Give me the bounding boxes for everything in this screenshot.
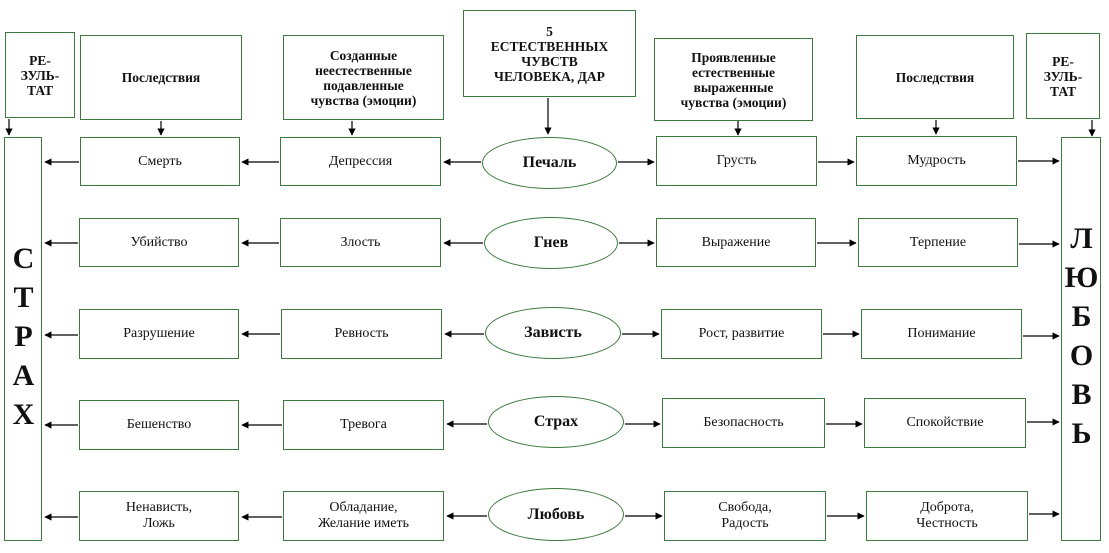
header-right-consequences: Последствия [856,35,1014,119]
header-left-result: РЕ- ЗУЛЬ- ТАТ [5,32,75,118]
header-right-expressed: Проявленные естественные выраженные чувс… [654,38,813,121]
row1-right-emotion: Грусть [656,136,817,186]
row3-right-result: Понимание [861,309,1022,359]
row1-left-result: Смерть [80,137,240,186]
row4-center-emotion: Страх [488,396,624,448]
side-love-label: ЛЮБОВЬ [1065,222,1098,456]
row3-left-result: Разрушение [79,309,239,359]
row5-left-emotion: Обладание, Желание иметь [283,491,444,541]
side-love: ЛЮБОВЬ [1061,137,1101,541]
row3-right-emotion: Рост, развитие [661,309,822,359]
row1-left-emotion: Депрессия [280,137,441,186]
header-left-consequences: Последствия [80,35,242,120]
row2-left-emotion: Злость [280,218,441,267]
row3-left-emotion: Ревность [281,309,442,359]
row2-center-emotion: Гнев [484,217,618,269]
header-right-result: РЕ- ЗУЛЬ- ТАТ [1026,33,1100,119]
side-fear: СТРАХ [4,137,42,541]
row1-center-emotion: Печаль [482,137,617,189]
header-center-natural: 5 ЕСТЕСТВЕННЫХ ЧУВСТВ ЧЕЛОВЕКА, ДАР [463,10,636,97]
row2-right-emotion: Выражение [656,218,816,267]
header-left-suppressed: Созданные неестественные подавленные чув… [283,35,444,120]
row4-right-emotion: Безопасность [662,398,825,448]
row4-left-emotion: Тревога [283,400,444,450]
row4-right-result: Спокойствие [864,398,1026,448]
row2-left-result: Убийство [79,218,239,267]
row5-right-emotion: Свобода, Радость [664,491,826,541]
row5-left-result: Ненависть, Ложь [79,491,239,541]
row5-center-emotion: Любовь [488,488,624,541]
side-fear-label: СТРАХ [7,241,40,437]
row4-left-result: Бешенство [79,400,239,450]
row1-right-result: Мудрость [856,136,1017,186]
row2-right-result: Терпение [858,218,1018,267]
row5-right-result: Доброта, Честность [866,491,1028,541]
row3-center-emotion: Зависть [485,307,621,359]
